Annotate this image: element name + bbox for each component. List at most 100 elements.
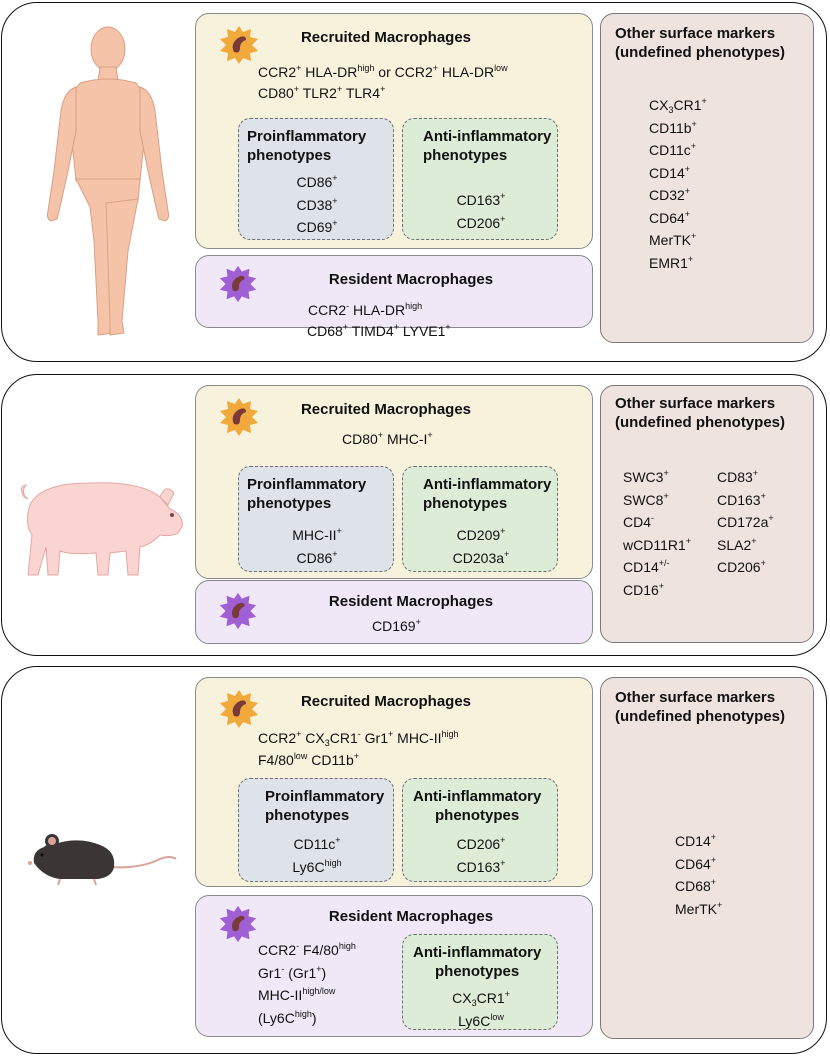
marker: CD38+	[296, 195, 338, 213]
other-surface-markers-box: Other surface markers (undefined phenoty…	[600, 677, 814, 1039]
other-surface-markers-box: Other surface markers (undefined phenoty…	[600, 13, 814, 343]
pro-title-1: Proinflammatory	[247, 476, 367, 493]
marker: MerTK+	[675, 899, 723, 917]
recruited-markers-line-2: F4/80low CD11b+	[258, 751, 360, 769]
marker: CD86+	[296, 173, 338, 191]
pro-markers: CD86+ CD38+ CD69+	[239, 171, 395, 239]
marker: CD4-	[623, 513, 655, 531]
marker: MHC-II+	[292, 526, 342, 544]
pro-markers: MHC-II+ CD86+	[239, 524, 395, 569]
resident-markers-line-2: CD68+ TIMD4+ LYVE1+	[307, 322, 451, 340]
resident-markers-line-1: CCR2- HLA-DRhigh	[308, 301, 423, 319]
marker: CD206+	[456, 213, 506, 231]
marker: CD163+	[456, 191, 506, 209]
anti-markers: CD206+ CD163+	[403, 833, 559, 878]
anti-title-2: phenotypes	[423, 147, 508, 164]
marker: CD86+	[296, 548, 338, 566]
recruited-macrophage-icon	[220, 26, 258, 64]
pig-icon	[20, 482, 183, 576]
recruited-macrophage-icon	[220, 690, 258, 728]
antiinflammatory-box: Anti-inflammatory phenotypes CD163+ CD20…	[402, 118, 558, 240]
recruited-markers-line-1: CCR2+ CX3CR1- Gr1+ MHC-IIhigh	[258, 729, 459, 748]
antiinflammatory-box: Anti-inflammatory phenotypes CD206+ CD16…	[402, 778, 558, 882]
resident-title: Resident Macrophages	[328, 271, 494, 288]
resident-markers-line-1: CD169+	[372, 617, 421, 635]
marker: CD172a+	[717, 513, 774, 531]
marker: CX3CR1+	[649, 96, 707, 115]
marker: CX3CR1+	[452, 989, 510, 1008]
marker: CD64+	[649, 208, 691, 226]
marker: CD163+	[717, 490, 766, 508]
resident-macrophages-box: Resident Macrophages CD169+	[195, 580, 593, 644]
marker: CD64+	[675, 854, 717, 872]
human-silhouette-icon	[46, 26, 170, 336]
pro-title-1: Proinflammatory	[247, 128, 367, 145]
recruited-markers-line-1: CD80+ MHC-I+	[342, 430, 433, 448]
anti-title-2: phenotypes	[435, 807, 520, 824]
proinflammatory-box: Proinflammatory phenotypes MHC-II+ CD86+	[238, 466, 394, 572]
recruited-markers-line-2: CD80+ TLR2+ TLR4+	[258, 84, 386, 102]
recruited-title: Recruited Macrophages	[300, 401, 472, 418]
marker: CD83+	[717, 468, 759, 486]
marker: CD14+	[649, 163, 691, 181]
pro-title-2: phenotypes	[247, 147, 332, 164]
recruited-macrophages-box: Recruited Macrophages CCR2+ CX3CR1- Gr1+…	[195, 677, 593, 887]
recruited-title: Recruited Macrophages	[300, 29, 472, 46]
marker: wCD11R1+	[623, 535, 692, 553]
resident-markers: CCR2- F4/80high Gr1- (Gr1+) MHC-IIhigh/l…	[258, 939, 356, 1029]
marker: CD206+	[456, 835, 506, 853]
recruited-macrophages-box: Recruited Macrophages CD80+ MHC-I+ Proin…	[195, 385, 593, 579]
resident-macrophage-icon	[219, 592, 257, 630]
other-title-1: Other surface markers	[615, 25, 776, 42]
pro-title-2: phenotypes	[247, 495, 332, 512]
marker: CD209+	[456, 526, 506, 544]
anti-title-1: Anti-inflammatory	[423, 128, 552, 145]
marker: CD11c+	[293, 835, 341, 853]
anti-title-1: Anti-inflammatory	[423, 476, 552, 493]
marker: CD163+	[456, 857, 506, 875]
resident-macrophage-icon	[219, 905, 257, 943]
marker: CD11b+	[649, 118, 697, 136]
recruited-macrophages-box: Recruited Macrophages CCR2+ HLA-DRhigh o…	[195, 13, 593, 249]
marker: CD203a+	[452, 548, 510, 566]
marker: SWC3+	[623, 468, 669, 486]
resident-macrophage-icon	[219, 265, 257, 303]
pig-panel: Recruited Macrophages CD80+ MHC-I+ Proin…	[1, 374, 827, 656]
resident-title: Resident Macrophages	[328, 908, 494, 925]
resident-antiinflammatory-box: Anti-inflammatory phenotypes CX3CR1+ Ly6…	[402, 934, 558, 1030]
marker: SWC8+	[623, 490, 669, 508]
mouse-icon	[28, 834, 177, 886]
other-markers: CD14+ CD64+ CD68+ MerTK+	[675, 830, 722, 920]
proinflammatory-box: Proinflammatory phenotypes CD11c+ Ly6Chi…	[238, 778, 394, 882]
marker: CD16+	[623, 580, 665, 598]
anti-markers: CD209+ CD203a+	[403, 524, 559, 569]
marker: CD14+	[675, 832, 717, 850]
marker: CCR2- F4/80high	[258, 941, 356, 959]
recruited-markers-line-1: CCR2+ HLA-DRhigh or CCR2+ HLA-DRlow	[258, 63, 508, 81]
antiinflammatory-box: Anti-inflammatory phenotypes CD209+ CD20…	[402, 466, 558, 572]
other-markers: CX3CR1+ CD11b+ CD11c+ CD14+ CD32+ CD64+ …	[649, 94, 707, 274]
marker: Ly6Chigh	[292, 857, 342, 875]
anti-title-1: Anti-inflammatory	[413, 944, 542, 961]
other-markers-column-1: SWC3+ SWC8+ CD4- wCD11R1+ CD14+/- CD16+	[623, 466, 691, 601]
recruited-title: Recruited Macrophages	[300, 693, 472, 710]
resident-title: Resident Macrophages	[328, 593, 494, 610]
marker: EMR1+	[649, 253, 694, 271]
anti-title-2: phenotypes	[435, 963, 520, 980]
marker: CD11c+	[649, 141, 697, 159]
other-title-1: Other surface markers	[615, 395, 776, 412]
other-title-2: (undefined phenotypes)	[615, 414, 785, 431]
other-title-1: Other surface markers	[615, 689, 776, 706]
marker: CD32+	[649, 186, 691, 204]
mouse-panel: Recruited Macrophages CCR2+ CX3CR1- Gr1+…	[1, 666, 827, 1054]
marker: Gr1- (Gr1+)	[258, 963, 327, 981]
marker: Ly6Clow	[458, 1011, 504, 1029]
marker: SLA2+	[717, 535, 757, 553]
marker: MerTK+	[649, 231, 697, 249]
anti-title-2: phenotypes	[423, 495, 508, 512]
resident-macrophages-box: Resident Macrophages CCR2- F4/80high Gr1…	[195, 895, 593, 1037]
marker: MHC-IIhigh/low	[258, 986, 336, 1004]
marker: CD206+	[717, 558, 766, 576]
marker: CD69+	[296, 218, 338, 236]
human-panel: Recruited Macrophages CCR2+ HLA-DRhigh o…	[1, 2, 827, 362]
